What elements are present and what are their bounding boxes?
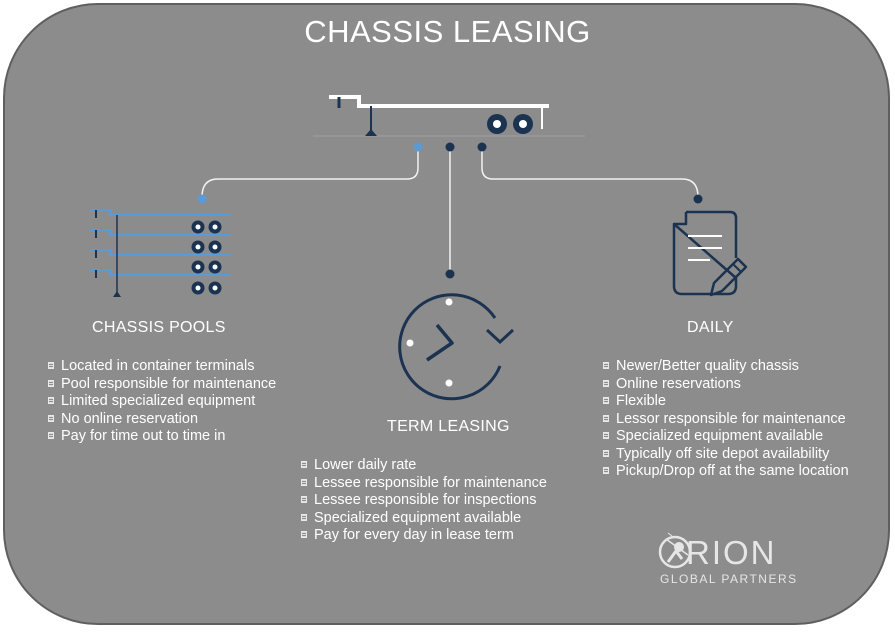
connector-dot (477, 142, 487, 152)
bullet-icon (603, 397, 609, 404)
term-leasing-heading: TERM LEASING (387, 418, 510, 435)
list-item: Pool responsible for maintenance (48, 376, 276, 394)
connector-dot (693, 194, 703, 204)
term-leasing-list: Lower daily rate Lessee responsible for … (301, 457, 547, 545)
connector-dot (445, 269, 455, 279)
page-title: CHASSIS LEASING (304, 14, 591, 49)
bullet-icon (48, 414, 54, 422)
bullet-icon (603, 432, 609, 439)
bullet-icon (48, 379, 54, 387)
connector-dot (445, 142, 455, 152)
list-item: Newer/Better quality chassis (603, 358, 849, 376)
list-item: Located in container terminals (48, 358, 276, 376)
connector-dot (413, 142, 423, 152)
list-item: Lessee responsible for maintenance (301, 475, 547, 493)
bullet-icon (603, 362, 609, 369)
list-item: Online reservations (603, 376, 849, 394)
connector-dot (197, 194, 207, 204)
list-item: Pay for every day in lease term (301, 527, 547, 545)
bullet-icon (603, 449, 609, 457)
connector-lines (201, 147, 699, 272)
document-pen-icon (672, 210, 748, 297)
list-item: Specialized equipment available (603, 428, 849, 446)
daily-list: Newer/Better quality chassis Online rese… (603, 358, 849, 481)
logo-wordmark: RION (686, 534, 777, 571)
bullet-icon (48, 362, 54, 369)
bullet-icon (301, 513, 307, 521)
chassis-pools-heading: CHASSIS POOLS (92, 319, 226, 336)
chassis-pools-list: Located in container terminals Pool resp… (48, 358, 276, 446)
bullet-icon (48, 432, 54, 439)
list-item: Pay for time out to time in (48, 428, 276, 446)
bullet-icon (301, 531, 307, 538)
list-item: No online reservation (48, 411, 276, 429)
list-item: Lessee responsible for inspections (301, 492, 547, 510)
list-item: Typically off site depot availability (603, 446, 849, 464)
bullet-icon (48, 397, 54, 404)
list-item: Specialized equipment available (301, 510, 547, 528)
bullet-icon (603, 467, 609, 474)
daily-heading: DAILY (687, 319, 734, 336)
bullet-icon (603, 414, 609, 422)
list-item: Pickup/Drop off at the same location (603, 463, 849, 481)
orion-archer-icon (658, 532, 692, 569)
bullet-icon (301, 461, 307, 468)
bullet-icon (301, 496, 307, 503)
bullet-icon (301, 478, 307, 486)
list-item: Flexible (603, 393, 849, 411)
list-item: Limited specialized equipment (48, 393, 276, 411)
chassis-trailer-icon (313, 95, 585, 137)
bullet-icon (603, 379, 609, 387)
list-item: Lessor responsible for maintenance (603, 411, 849, 429)
list-item: Lower daily rate (301, 457, 547, 475)
logo-subtitle: GLOBAL PARTNERS (660, 572, 798, 586)
clock-refresh-icon (398, 293, 515, 401)
chassis-stack-icon (90, 209, 230, 297)
